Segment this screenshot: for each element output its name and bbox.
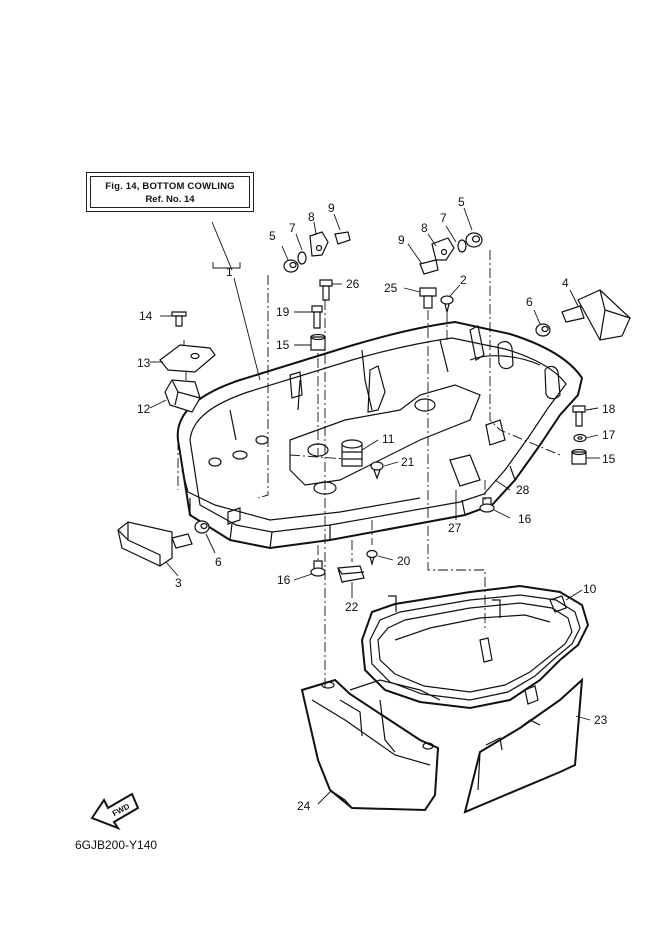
- callout-14: 14: [139, 309, 153, 323]
- callout-16b: 16: [518, 512, 532, 526]
- callout-9a: 9: [328, 201, 335, 215]
- figure-title-box: Fig. 14, BOTTOM COWLING Ref. No. 14: [86, 172, 254, 212]
- callout-2: 2: [460, 273, 467, 287]
- callout-21: 21: [401, 455, 415, 469]
- callout-6a: 6: [215, 555, 222, 569]
- callout-15b: 15: [602, 452, 616, 466]
- callout-5a: 5: [269, 229, 276, 243]
- callout-25: 25: [384, 281, 398, 295]
- callout-20: 20: [397, 554, 411, 568]
- figure-title: Fig. 14, BOTTOM COWLING: [105, 181, 235, 192]
- callout-24: 24: [297, 799, 311, 813]
- ref-leader: [211, 221, 261, 381]
- assembly-lines: [177, 250, 561, 690]
- callout-5b: 5: [458, 195, 465, 209]
- callout-8b: 8: [421, 221, 428, 235]
- callout-23: 23: [594, 713, 608, 727]
- callout-16a: 16: [277, 573, 291, 587]
- callout-22: 22: [345, 600, 359, 614]
- callout-1: 1: [226, 265, 233, 279]
- leader-lines: [149, 207, 600, 805]
- small-parts: [117, 231, 631, 583]
- cowling-seal: [360, 584, 590, 710]
- callout-4: 4: [562, 276, 569, 290]
- side-cover-right: [463, 677, 584, 814]
- callout-8a: 8: [308, 210, 315, 224]
- callouts: 1 2 3 4 5 5 6 6 7 7 8 8 9 9 10 11 12 13 …: [137, 195, 616, 813]
- callout-27: 27: [448, 521, 462, 535]
- callout-15a: 15: [276, 338, 290, 352]
- callout-9b: 9: [398, 233, 405, 247]
- figure-ref-number: Ref. No. 14: [145, 194, 195, 205]
- callout-7b: 7: [440, 211, 447, 225]
- figure-title-inner: Fig. 14, BOTTOM COWLING Ref. No. 14: [90, 176, 250, 208]
- callout-7a: 7: [289, 221, 296, 235]
- callout-17: 17: [602, 428, 616, 442]
- callout-18: 18: [602, 402, 616, 416]
- bottom-cowling-body: [176, 320, 584, 550]
- callout-19: 19: [276, 305, 290, 319]
- fwd-arrow-icon: FWD: [90, 792, 140, 831]
- diagram-code: 6GJB200-Y140: [75, 838, 158, 852]
- callout-28: 28: [516, 483, 530, 497]
- callout-6b: 6: [526, 295, 533, 309]
- callout-10: 10: [583, 582, 597, 596]
- callout-12: 12: [137, 402, 151, 416]
- bottom-cover: [300, 678, 441, 812]
- callout-13: 13: [137, 356, 151, 370]
- callout-26: 26: [346, 277, 360, 291]
- callout-3: 3: [175, 576, 182, 590]
- callout-11: 11: [382, 432, 395, 446]
